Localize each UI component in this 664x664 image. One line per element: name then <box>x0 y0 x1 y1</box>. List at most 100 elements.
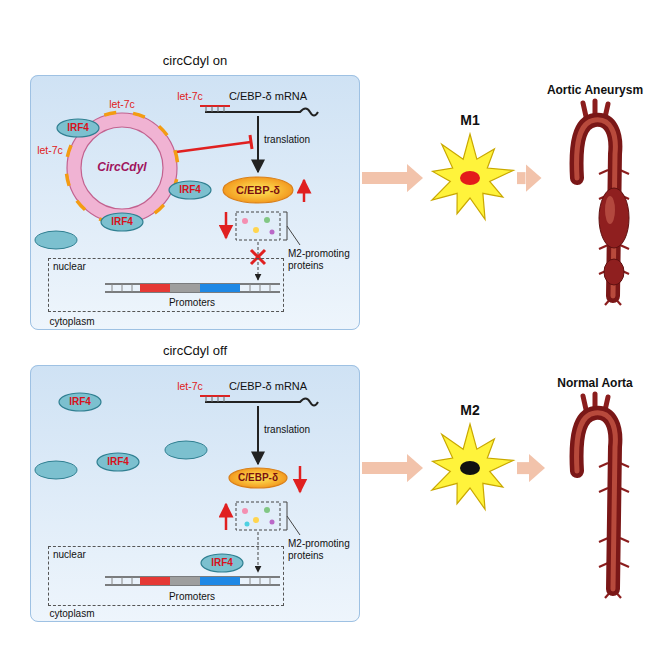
cell-panel: CircCdylIRF4IRF4IRF4C/EBP-δnuclearcircCd… <box>30 75 360 330</box>
cebp-ellipse <box>229 468 287 488</box>
protein-blob <box>35 231 77 249</box>
side-vessel <box>599 538 608 542</box>
aorta-figure: Aortic Aneurysm <box>544 82 647 306</box>
dna-label: Promoters <box>169 297 215 309</box>
node-text: CircCdyl <box>97 161 146 175</box>
node-text: C/EBP-δ <box>238 472 278 484</box>
increase-arrow <box>303 180 306 202</box>
leader-line <box>287 516 300 535</box>
process-label: translation <box>264 134 310 146</box>
promoter-block <box>140 577 170 585</box>
cell-panel: IRF4IRF4C/EBP-δIRF4nuclearcircCdyl off <box>30 365 360 622</box>
macrophage-star: M2 <box>425 402 515 516</box>
flow-arrow <box>517 462 529 474</box>
leader-line <box>287 226 300 245</box>
promoter-block <box>140 284 170 292</box>
node-text: C/EBP-δ <box>236 184 280 197</box>
irf-ellipse <box>57 119 99 137</box>
dna-strand <box>105 577 280 585</box>
dna-rungs <box>112 284 270 292</box>
cebp-protein: C/EBP-δ <box>228 467 288 489</box>
side-vessel <box>620 563 629 567</box>
nucleus-box: IRF4nuclear <box>48 546 284 606</box>
node-text: nuclear <box>53 261 86 273</box>
aorta-shape <box>547 100 643 306</box>
panel-ground <box>30 365 360 622</box>
protein-dot <box>253 517 259 523</box>
binding-site <box>133 112 146 119</box>
aorta-shape <box>547 393 643 599</box>
binding-sites <box>65 111 179 225</box>
protein-blob <box>35 461 77 479</box>
bracket <box>283 212 287 240</box>
protein-dot <box>242 218 248 224</box>
ring-outline <box>67 113 177 223</box>
base-pairing <box>206 106 224 112</box>
node-text: IRF4 <box>111 216 133 228</box>
cebp-ellipse <box>223 177 293 203</box>
side-vessel <box>620 538 629 542</box>
protein-dot <box>270 230 275 235</box>
node-text: IRF4 <box>69 396 91 408</box>
aorta-vessel <box>577 413 616 589</box>
binding-site <box>75 200 86 211</box>
protein-label: M2-promoting proteins <box>288 248 358 271</box>
protein-dot <box>245 522 250 527</box>
cell-nucleus <box>460 461 480 475</box>
cell-nucleus <box>460 171 480 185</box>
protein-label: M2-promoting proteins <box>288 538 358 561</box>
protein-box <box>236 212 280 240</box>
aorta-drawing <box>577 101 629 305</box>
mrna-label: C/EBP-δ mRNA <box>229 90 307 103</box>
translation-arrow <box>257 406 259 464</box>
mrna-label: C/EBP-δ mRNA <box>229 380 307 393</box>
promoter-block <box>170 577 200 585</box>
flow-arrow <box>362 172 407 184</box>
transport-arrow <box>258 532 259 572</box>
protein-dot <box>264 217 270 223</box>
promoter-block <box>200 577 240 585</box>
node-text: IRF4 <box>179 184 201 196</box>
block-cross <box>251 250 265 264</box>
binding-site <box>154 204 165 215</box>
mirna-label: let-7c <box>177 380 203 392</box>
process-label: translation <box>264 424 310 436</box>
irf-ellipse <box>59 393 101 411</box>
irf-ellipse <box>101 213 143 231</box>
dna-label: Promoters <box>169 591 215 603</box>
node-text: IRF4 <box>67 122 89 134</box>
irf4-protein: IRF4 <box>96 452 140 472</box>
inhibition-line <box>176 142 251 152</box>
mrna-strand <box>205 109 318 116</box>
node-text: nuclear <box>53 549 86 561</box>
figure-heading: M2 <box>460 402 479 418</box>
mrna-strand <box>205 399 318 406</box>
ring-outline <box>81 127 163 209</box>
irf4-protein: IRF4 <box>100 212 144 232</box>
decrease-arrow <box>299 466 302 492</box>
flow-arrow <box>362 462 407 474</box>
irf-ellipse <box>97 453 139 471</box>
side-vessel <box>620 245 629 249</box>
side-vessel <box>599 488 608 492</box>
protein-dot <box>270 520 275 525</box>
decrease-arrow <box>225 212 228 238</box>
cell-body <box>432 424 513 509</box>
promoter-block <box>200 284 240 292</box>
aorta-figure: Normal Aorta <box>547 375 643 599</box>
protein-dot <box>242 508 248 514</box>
transport-arrow <box>258 242 259 280</box>
figure-heading: Aortic Aneurysm <box>547 82 643 98</box>
mirna-label: let-7c <box>109 98 135 110</box>
translation-arrow <box>257 116 259 172</box>
protein-dot <box>264 507 270 513</box>
irf4-protein: IRF4 <box>56 118 100 138</box>
side-vessel <box>599 463 608 467</box>
protein-dot <box>253 227 259 233</box>
protein-box <box>236 502 280 530</box>
bulge-highlight <box>605 196 615 224</box>
dna-rungs <box>112 577 270 585</box>
vessel-highlight <box>577 413 616 589</box>
increase-arrow <box>225 504 228 530</box>
